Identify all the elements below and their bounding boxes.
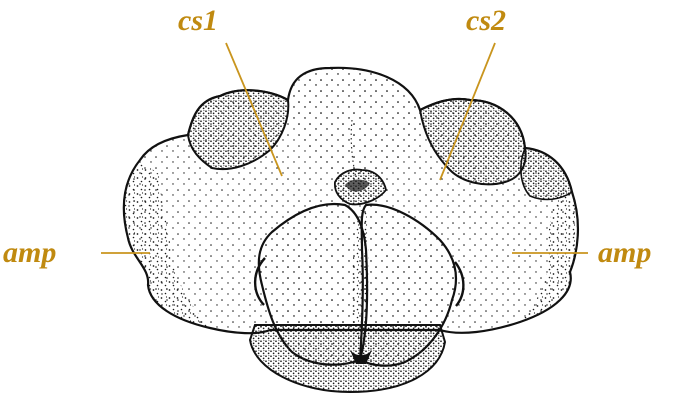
label-cs1: cs1 (178, 4, 218, 37)
label-amp-left: amp (3, 236, 56, 269)
label-cs2: cs2 (466, 4, 506, 37)
label-amp-right: amp (598, 236, 651, 269)
right-outer-fold (521, 148, 572, 199)
